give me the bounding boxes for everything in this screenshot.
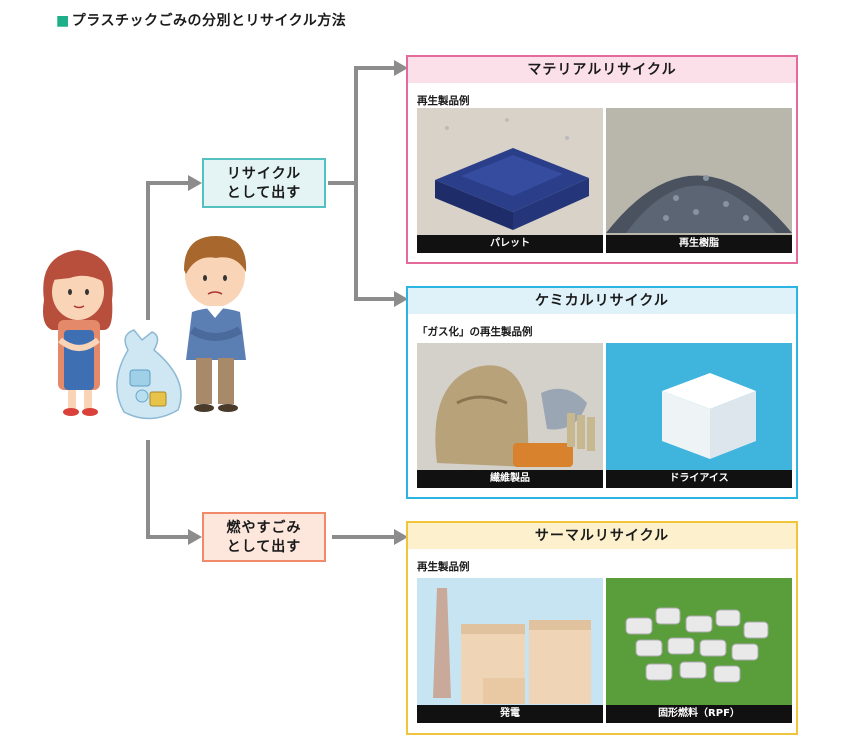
pallet-caption: パレット xyxy=(417,235,603,253)
chemical-recycle-heading: ケミカルリサイクル xyxy=(408,288,796,314)
material-example-label: 再生製品例 xyxy=(417,95,470,107)
arrow-to-material xyxy=(328,66,396,185)
recycled-resin-caption: 再生樹脂 xyxy=(606,235,792,253)
material-recycle-box: マテリアルリサイクル 再生製品例 パレット 再生樹脂 xyxy=(406,55,798,264)
solid-fuel-photo: 固形燃料（RPF） xyxy=(606,578,792,723)
recycle-option-label: リサイクル として出す xyxy=(202,158,326,208)
chemical-example-label: 「ガス化」の再生製品例 xyxy=(417,326,533,338)
textile-products-caption: 繊維製品 xyxy=(417,470,603,488)
textile-products-photo: 繊維製品 xyxy=(417,343,603,488)
dry-ice-caption: ドライアイス xyxy=(606,470,792,488)
power-generation-caption: 発電 xyxy=(417,705,603,723)
thermal-example-label: 再生製品例 xyxy=(417,561,470,573)
man-figure xyxy=(184,236,247,412)
chemical-recycle-box: ケミカルリサイクル 「ガス化」の再生製品例 繊維製品 ドライアイス xyxy=(406,286,798,499)
plastic-bag xyxy=(116,329,182,420)
arrow-to-chemical xyxy=(354,183,396,301)
woman-figure xyxy=(43,250,113,416)
dry-ice-photo: ドライアイス xyxy=(606,343,792,488)
thermal-recycle-box: サーマルリサイクル 再生製品例 発電 固形燃料（RPF） xyxy=(406,521,798,735)
pallet-photo: パレット xyxy=(417,108,603,253)
recycle-option-text: リサイクル として出す xyxy=(226,166,302,201)
title-text: プラスチックごみの分別とリサイクル方法 xyxy=(71,13,347,29)
burnable-option-label: 燃やすごみ として出す xyxy=(202,512,326,562)
thermal-recycle-heading: サーマルリサイクル xyxy=(408,523,796,549)
burnable-option-text: 燃やすごみ として出す xyxy=(226,520,302,555)
page-title: ■プラスチックごみの分別とリサイクル方法 xyxy=(56,10,346,30)
solid-fuel-caption: 固形燃料（RPF） xyxy=(606,705,792,723)
arrow-to-burnable xyxy=(146,440,190,539)
recycled-resin-photo: 再生樹脂 xyxy=(606,108,792,253)
arrow-to-recycle xyxy=(146,181,190,320)
title-square-icon: ■ xyxy=(56,13,70,29)
material-recycle-heading: マテリアルリサイクル xyxy=(408,57,796,83)
power-generation-photo: 発電 xyxy=(417,578,603,723)
